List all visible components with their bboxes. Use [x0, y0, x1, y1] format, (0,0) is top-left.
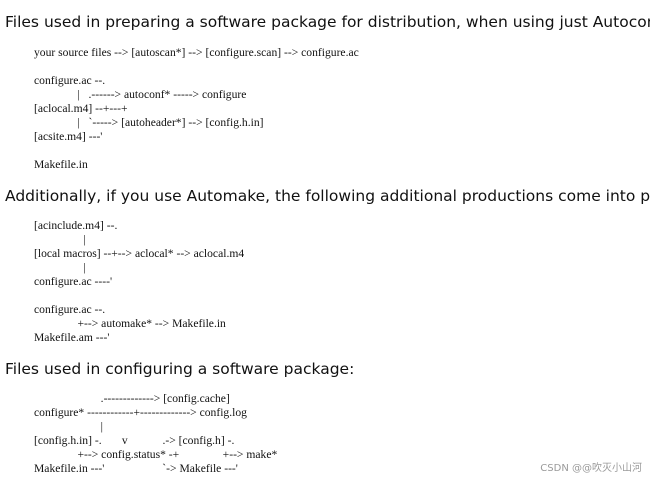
section-heading-configuring: Files used in configuring a software pac…: [5, 360, 355, 378]
code-block-automake-flow: [acinclude.m4] --. | [local macros] --+-…: [34, 219, 245, 344]
section-heading-automake: Additionally, if you use Automake, the f…: [5, 187, 650, 205]
watermark-text: CSDN @@吹灭小山河: [540, 463, 642, 474]
code-block-configure-flow: .-------------> [config.cache] configure…: [34, 392, 278, 475]
code-block-autoconf-flow: your source files --> [autoscan*] --> [c…: [34, 46, 359, 171]
section-heading-autoconf: Files used in preparing a software packa…: [5, 13, 650, 31]
